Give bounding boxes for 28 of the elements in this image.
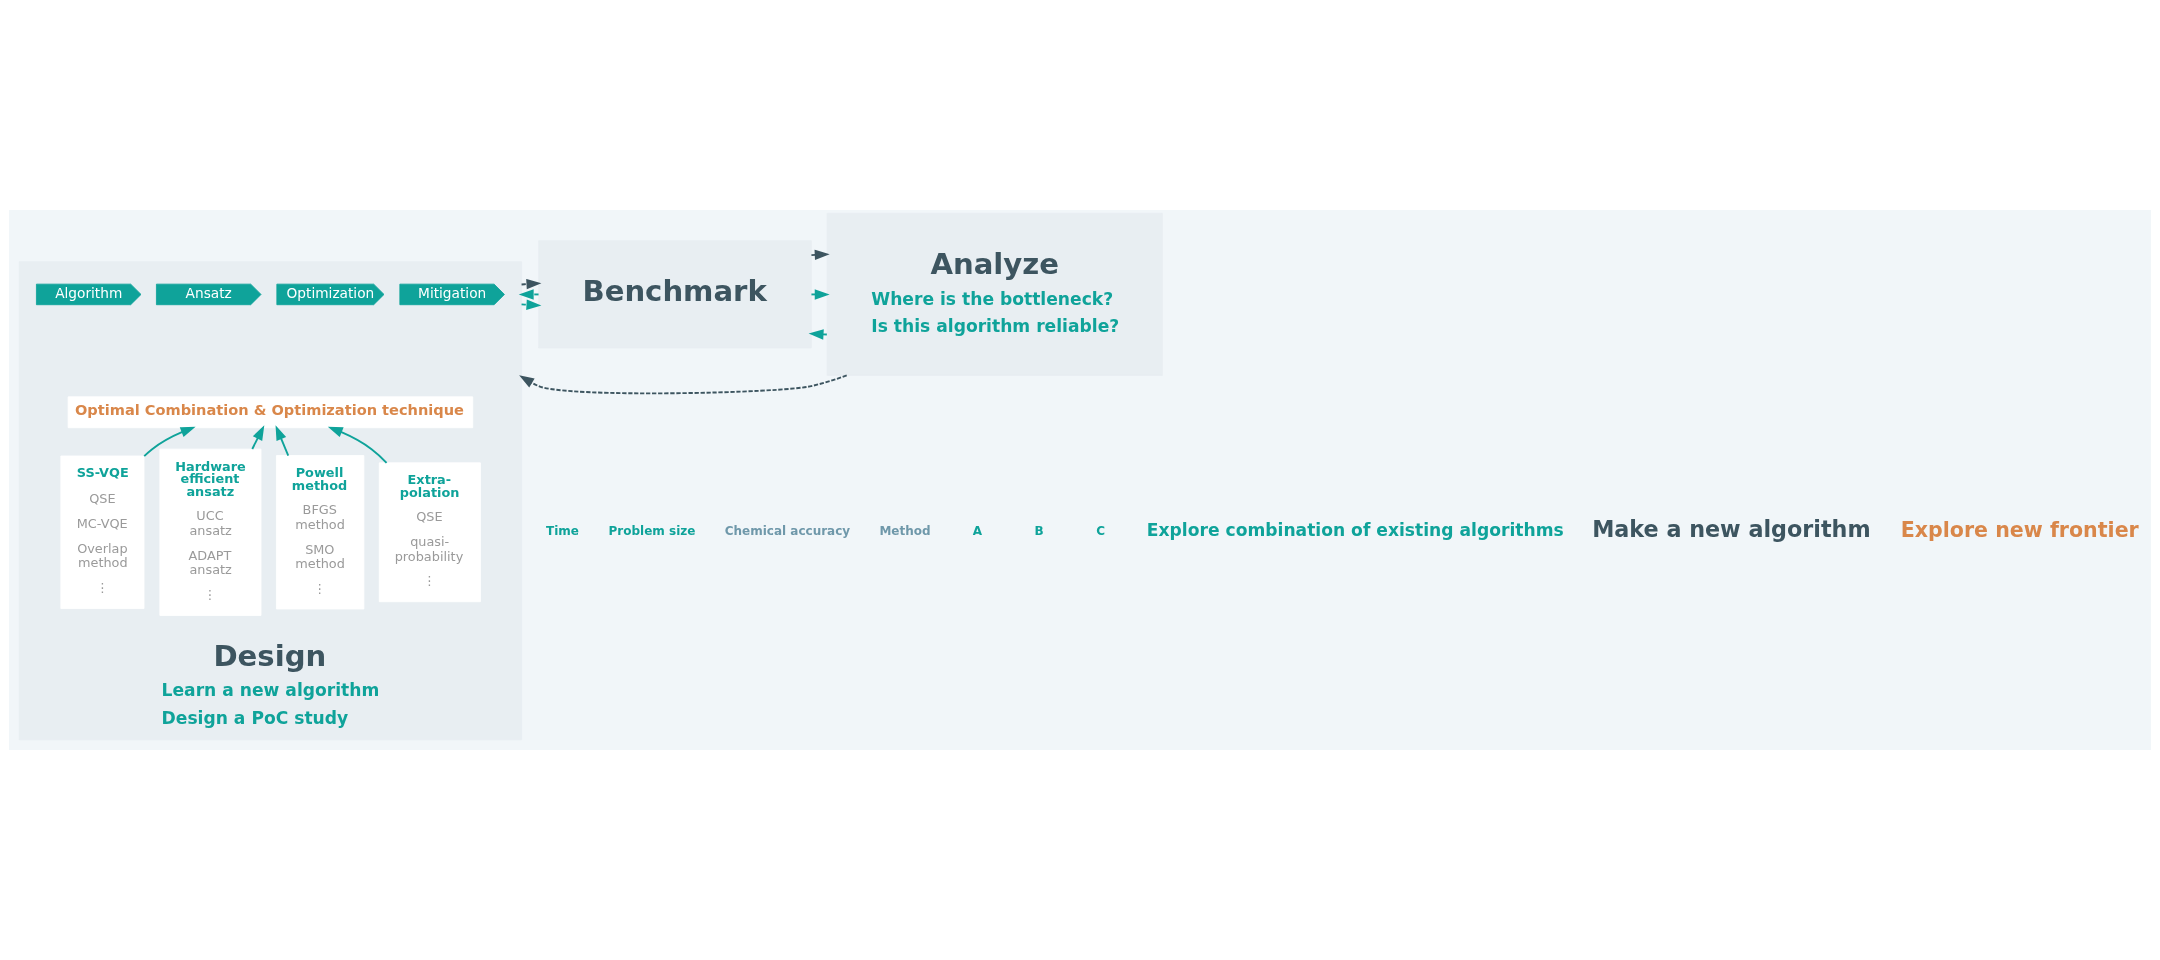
- label: Chemical accuracy: [724, 523, 851, 538]
- label: Explore new frontier: [1900, 517, 2139, 542]
- node-box: Extra- polation QSE quasi- probability ⋮: [378, 462, 481, 603]
- label: A: [972, 523, 983, 538]
- arrow: [810, 289, 830, 300]
- arrow: [518, 289, 540, 300]
- node-box: Hardware efficient ansatz UCC ansatz ADAPT ansatz ⋮: [159, 448, 262, 616]
- node-box: Powell method BFGS method SMO method ⋮: [276, 455, 365, 610]
- arrow: [810, 249, 830, 261]
- arrow: [519, 374, 848, 395]
- label: Explore combination of existing algorithms: [1146, 519, 1564, 540]
- arrow: [327, 426, 388, 464]
- arrow: [251, 425, 265, 450]
- node-box: Optimal Combination & Optimization technique: [67, 396, 474, 429]
- arrow: [520, 278, 542, 290]
- arrow: [520, 299, 542, 310]
- label: Problem size: [608, 523, 696, 538]
- node-box: Benchmark: [538, 240, 812, 349]
- label: C: [1096, 523, 1106, 538]
- arrow: [808, 329, 828, 340]
- label: Method: [879, 523, 931, 538]
- label: B: [1034, 523, 1044, 538]
- label: Make a new algorithm: [1592, 515, 1871, 542]
- node-box: Analyze Where is the bottleneck? Is this algorithm reliable?: [826, 213, 1163, 376]
- arrow: [275, 425, 290, 457]
- node-box: SS-VQE QSE MC-VQE Overlap method ⋮: [60, 455, 145, 609]
- arrow: [143, 426, 196, 458]
- label: Time: [546, 523, 579, 538]
